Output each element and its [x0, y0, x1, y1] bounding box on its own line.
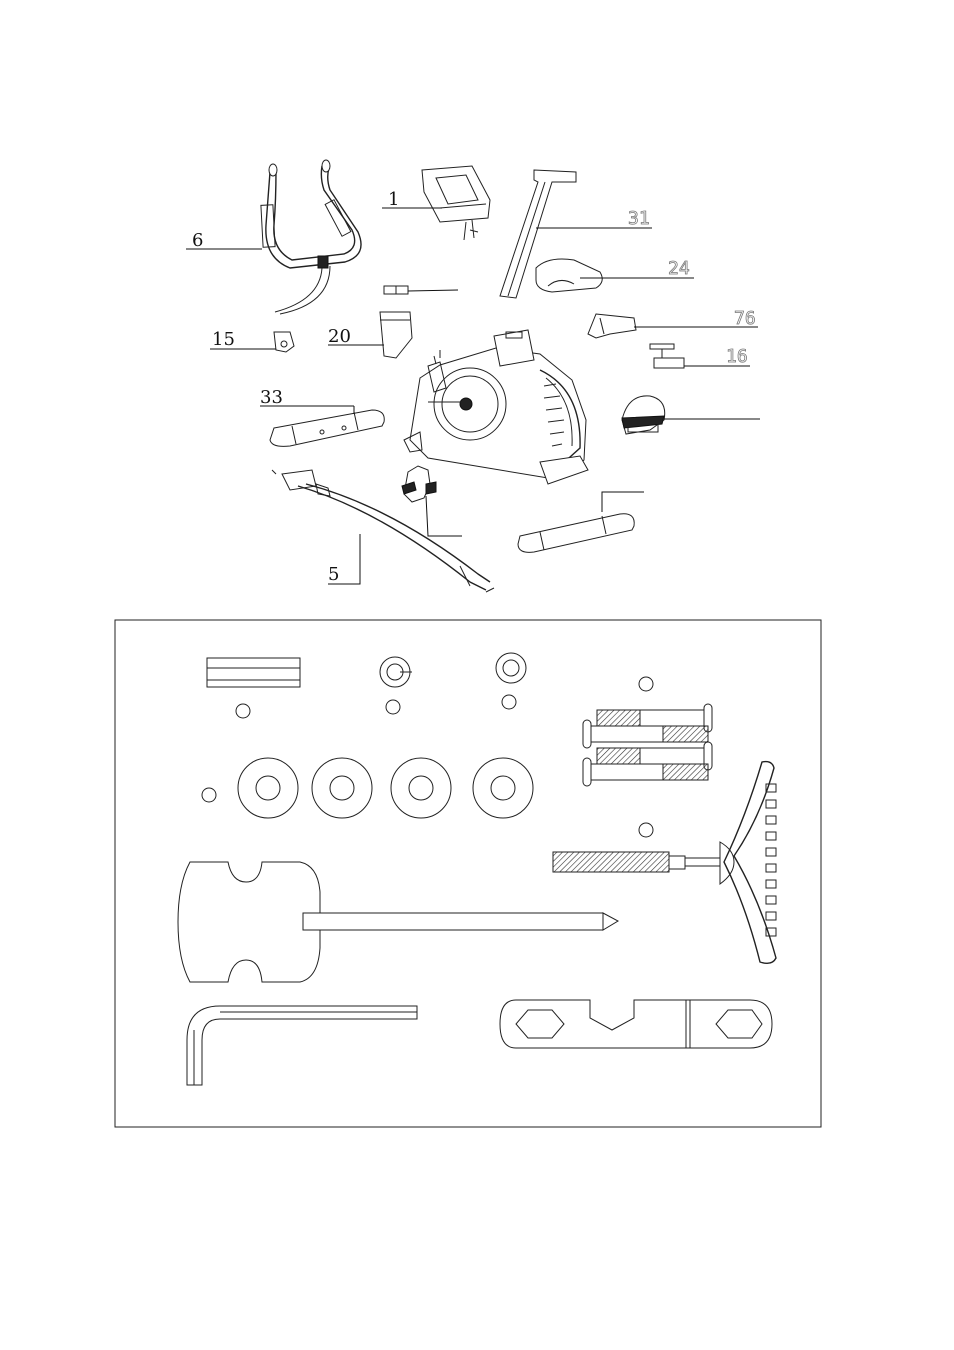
- adjust-knob-part: 16: [649, 343, 750, 369]
- hardware-box: [114, 619, 822, 1128]
- part-number-24: 24: [668, 258, 690, 279]
- front-post-part: 5: [271, 469, 495, 593]
- bracket-part: [383, 285, 459, 295]
- part-number-15: 15: [212, 329, 235, 350]
- tension-knob-bolt: [552, 760, 777, 965]
- multi-tool-screwdriver: [177, 861, 620, 983]
- clamp-part: 15: [210, 329, 295, 353]
- spacer-bushing: [206, 657, 301, 719]
- rear-cover-part: [621, 395, 760, 435]
- part-number-6: 6: [192, 230, 203, 251]
- part-number-16: 16: [726, 346, 748, 367]
- part-number-31: 31: [628, 208, 650, 229]
- seat-slider-part: 76: [587, 308, 758, 339]
- front-stabilizer-part: 33: [260, 387, 385, 447]
- spring-washer: [379, 656, 412, 715]
- bolt-set: [582, 676, 713, 787]
- pedal-part: [401, 465, 462, 537]
- main-frame-part: [403, 329, 589, 485]
- console-part: 1: [382, 165, 491, 241]
- post-cover-part: 20: [328, 311, 413, 359]
- large-washers: [201, 757, 534, 819]
- seat-part: 24: [535, 258, 694, 293]
- part-number-20: 20: [328, 326, 351, 347]
- part-number-5: 5: [328, 564, 339, 585]
- allen-key: [186, 1005, 418, 1086]
- part-number-76: 76: [734, 308, 756, 329]
- part-number-33: 33: [260, 387, 283, 408]
- handlebar-part: 6: [186, 159, 362, 315]
- part-number-1: 1: [388, 189, 399, 210]
- seat-post-part: 31: [499, 169, 652, 299]
- wrench: [499, 999, 773, 1049]
- rear-stabilizer-part: [517, 491, 644, 553]
- flat-washer-small: [495, 652, 527, 710]
